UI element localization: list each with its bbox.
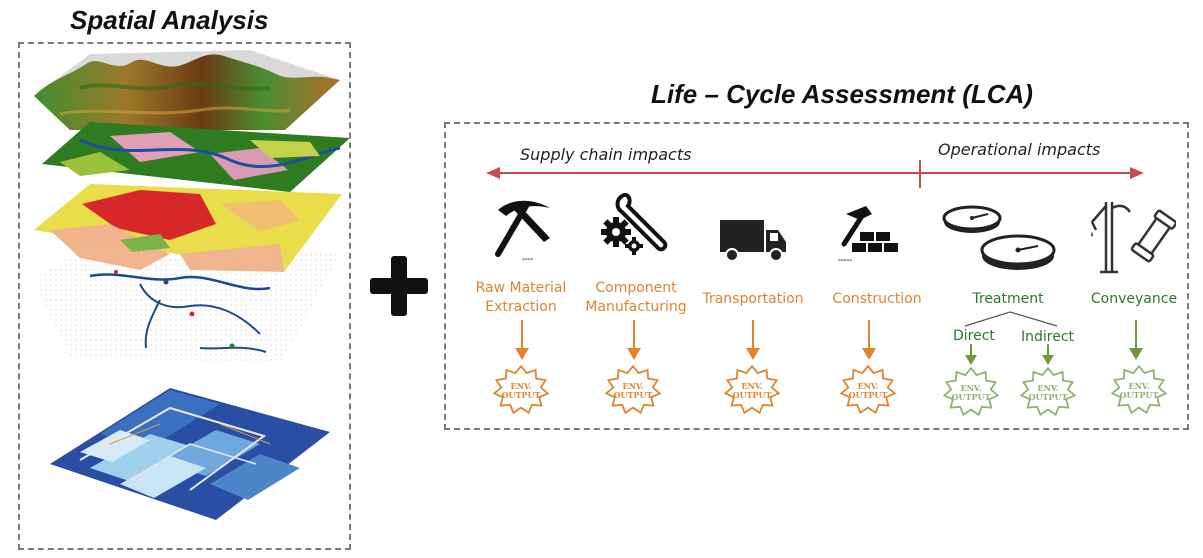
arrow-down-icon [862,320,876,360]
badge-line1: ENV. [741,381,762,391]
terrain-layer [34,50,340,130]
env-output-badge: ENV.OUTPUT [940,364,1002,420]
env-output-badge: ENV.OUTPUT [721,362,783,418]
spatial-analysis-title: Spatial Analysis [70,5,269,35]
starburst-icon: ENV.OUTPUT [604,364,662,415]
lca-title: Life – Cycle Assessment (LCA) [651,79,1033,109]
badge-line1: ENV. [1037,383,1058,393]
badge-line2: OUTPUT [952,392,991,402]
starburst-shape [604,364,662,415]
starburst-shape [942,366,1000,417]
stage-raw-material-extraction: Raw Material Extraction [466,279,576,317]
lca-panel [444,122,1189,430]
stage-treatment: Treatment [972,291,1044,307]
badge-line2: OUTPUT [733,390,772,400]
treatment-direct-label: Direct [953,328,995,344]
stage-component-manufacturing: Component Manufacturing [578,279,694,317]
timeline-right-arrowhead [1130,167,1144,179]
badge-line2: OUTPUT [1029,392,1068,402]
timeline-left-arrowhead [486,167,500,179]
env-output-badge: ENV.OUTPUT [1108,362,1170,418]
starburst-shape [492,364,550,415]
starburst-icon: ENV.OUTPUT [942,366,1000,417]
env-output-badge: ENV.OUTPUT [1017,364,1079,420]
pump-pipe-icon [1090,202,1176,274]
gears-wrench-icon [601,193,668,255]
badge-line2: OUTPUT [849,390,888,400]
badge-line1: ENV. [1128,381,1149,391]
starburst-icon: ENV.OUTPUT [723,364,781,415]
tank-right [980,234,1056,270]
arrow-down-icon [515,320,529,360]
lca-timeline [486,160,1144,188]
starburst-shape [1019,366,1077,417]
starburst-icon: ENV.OUTPUT [1019,366,1077,417]
arrow-down-icon [627,320,641,360]
stage-label-line1: Raw Material [475,280,567,296]
arrow-down-icon [746,320,760,360]
plus-icon [370,256,428,316]
treatment-indirect-label: Indirect [1021,329,1075,345]
hammer-bricks-icon [841,206,898,252]
treatment-tanks-icon [942,205,1056,270]
tank-left [942,205,1002,233]
badge-line1: ENV. [510,381,531,391]
badge-line2: OUTPUT [502,390,541,400]
pickaxe-icon [495,200,550,257]
starburst-shape [839,364,897,415]
arrow-down-icon [1129,320,1143,360]
grid-layer [50,388,330,520]
badge-line1: ENV. [857,381,878,391]
land-cover-layer [42,122,350,192]
starburst-icon: ENV.OUTPUT [839,364,897,415]
arrow-down-icon [1042,344,1054,365]
construction-caption: ▬▬▬▬▬ [838,258,853,262]
supply-chain-impacts-label: Supply chain impacts [520,145,692,164]
treatment-split-bracket [964,311,1058,327]
stage-label-line1: Component [595,280,677,296]
badge-line1: ENV. [960,383,981,393]
badge-line2: OUTPUT [1120,390,1159,400]
env-output-badge: ENV.OUTPUT [837,362,899,418]
gis-layer-stack-illustration [34,50,350,520]
starburst-icon: ENV.OUTPUT [492,364,550,415]
stage-label-line2: Extraction [485,299,557,315]
badge-line2: OUTPUT [614,390,653,400]
spatial-analysis-panel [18,42,351,550]
operational-impacts-label: Operational impacts [938,140,1101,159]
starburst-icon: ENV.OUTPUT [1110,364,1168,415]
stage-label-line2: Manufacturing [585,299,687,315]
stage-conveyance: Conveyance [1090,291,1178,307]
starburst-shape [1110,364,1168,415]
arrow-down-icon [965,344,977,365]
env-output-badge: ENV.OUTPUT [490,362,552,418]
stage-construction: Construction [832,291,922,307]
badge-line1: ENV. [622,381,643,391]
stage-transportation: Transportation [702,291,804,307]
network-layer [34,244,340,362]
starburst-shape [723,364,781,415]
pickaxe-caption: ▬▬▬▬ [522,257,534,261]
truck-icon [720,220,786,262]
env-output-badge: ENV.OUTPUT [602,362,664,418]
